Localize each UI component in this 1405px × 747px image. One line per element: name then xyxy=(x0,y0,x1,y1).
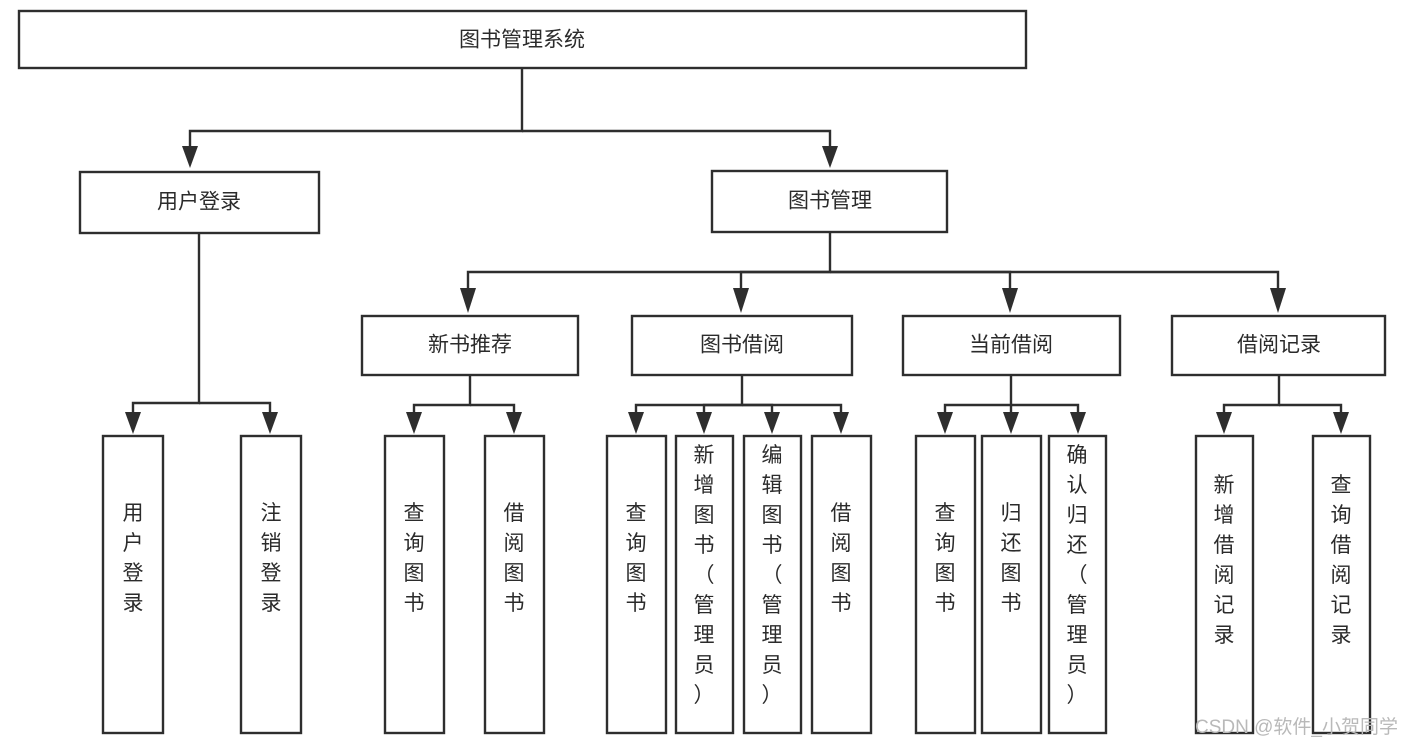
arrowhead-newbook-leaf1 xyxy=(406,412,422,434)
node-leaf-borrow-book-2[interactable]: 借阅图书 xyxy=(810,434,873,735)
watermark-label: CSDN @软件_小贺同学 xyxy=(1195,716,1398,738)
node-leaf-borrow-book-1-label: 借阅图书 xyxy=(504,502,525,615)
arrowhead-bookborrow-leaf2 xyxy=(696,412,712,434)
node-borrow-record[interactable]: 借阅记录 xyxy=(1170,314,1387,377)
edge-newbook-to-leaf2 xyxy=(470,403,516,414)
node-book-borrow-box[interactable] xyxy=(630,314,854,377)
node-borrow-record-box[interactable] xyxy=(1170,314,1387,377)
node-leaf-add-record-box[interactable] xyxy=(1194,434,1255,735)
node-borrow-record-label: 借阅记录 xyxy=(1237,334,1321,357)
edge-borrowrecord-to-leaf1 xyxy=(1222,375,1281,414)
node-book-borrow-label: 图书借阅 xyxy=(700,334,784,357)
arrowhead-currentborrow-leaf1 xyxy=(937,412,953,434)
node-leaf-return-book-box[interactable] xyxy=(980,434,1043,735)
node-leaf-add-record-label: 新增借阅记录 xyxy=(1214,474,1235,647)
arrowhead-userlogin-leaf1 xyxy=(125,412,141,434)
arrowhead-root-book-manage xyxy=(822,146,838,168)
edge-bookborrow-to-leaf2 xyxy=(702,403,742,414)
arrowhead-bookmanage-newbook xyxy=(460,288,476,313)
node-leaf-query-record[interactable]: 查询借阅记录 xyxy=(1311,434,1372,735)
node-leaf-user-login-label: 用户登录 xyxy=(123,502,144,615)
node-leaf-logout[interactable]: 注销登录 xyxy=(239,434,303,735)
arrowhead-userlogin-leaf2 xyxy=(262,412,278,434)
node-leaf-user-login-box[interactable] xyxy=(101,434,165,735)
edge-userlogin-to-leaf1 xyxy=(131,234,201,414)
edge-root-to-user-login xyxy=(188,69,524,148)
node-book-manage-label: 图书管理 xyxy=(788,190,872,213)
node-leaf-borrow-book-2-box[interactable] xyxy=(810,434,873,735)
node-book-borrow[interactable]: 图书借阅 xyxy=(630,314,854,377)
node-new-book-rec[interactable]: 新书推荐 xyxy=(360,314,580,377)
node-leaf-query-book-3[interactable]: 查询图书 xyxy=(914,434,977,735)
node-current-borrow-label: 当前借阅 xyxy=(969,334,1053,357)
arrowhead-currentborrow-leaf3 xyxy=(1070,412,1086,434)
edge-newbook-to-leaf1 xyxy=(412,375,472,414)
node-new-book-rec-box[interactable] xyxy=(360,314,580,377)
arrowhead-bookborrow-leaf1 xyxy=(628,412,644,434)
node-new-book-rec-label: 新书推荐 xyxy=(428,334,512,357)
node-leaf-user-login[interactable]: 用户登录 xyxy=(101,434,165,735)
node-leaf-logout-label: 注销登录 xyxy=(261,502,282,615)
edge-root-to-book-manage xyxy=(522,129,832,148)
arrowhead-root-user-login xyxy=(182,146,198,168)
node-leaf-query-book-2[interactable]: 查询图书 xyxy=(605,434,668,735)
node-leaf-query-book-2-box[interactable] xyxy=(605,434,668,735)
node-root[interactable]: 图书管理系统 xyxy=(17,9,1028,70)
node-root-box[interactable] xyxy=(17,9,1028,70)
node-leaf-confirm-return-label: 确认归还（管理员） xyxy=(1067,444,1088,707)
node-leaf-borrow-book-1[interactable]: 借阅图书 xyxy=(483,434,546,735)
edge-bookborrow-to-leaf4 xyxy=(742,403,843,414)
edge-borrowrecord-to-leaf2 xyxy=(1279,403,1343,414)
node-user-login-label: 用户登录 xyxy=(157,191,241,214)
arrowhead-bookmanage-bookborrow xyxy=(733,288,749,313)
node-leaf-edit-book-label: 编辑图书（管理员） xyxy=(762,444,783,707)
connector-layer xyxy=(125,69,1349,434)
node-leaf-confirm-return-box[interactable] xyxy=(1047,434,1108,735)
node-leaf-edit-book[interactable]: 编辑图书（管理员） xyxy=(742,434,803,735)
node-root-label: 图书管理系统 xyxy=(459,29,585,52)
node-current-borrow[interactable]: 当前借阅 xyxy=(901,314,1122,377)
node-book-manage[interactable]: 图书管理 xyxy=(710,169,949,234)
arrowhead-newbook-leaf2 xyxy=(506,412,522,434)
node-leaf-query-book-1-box[interactable] xyxy=(383,434,446,735)
edge-currentborrow-to-leaf3 xyxy=(1011,403,1080,414)
edge-userlogin-to-leaf2 xyxy=(199,401,272,414)
node-leaf-edit-book-box[interactable] xyxy=(742,434,803,735)
node-user-login-box[interactable] xyxy=(78,170,321,235)
node-user-login[interactable]: 用户登录 xyxy=(78,170,321,235)
arrowhead-currentborrow-leaf2 xyxy=(1003,412,1019,434)
edge-bookmanage-to-currentborrow xyxy=(830,270,1012,290)
node-leaf-confirm-return[interactable]: 确认归还（管理员） xyxy=(1047,434,1108,735)
edge-bookmanage-to-borrowrecord xyxy=(830,270,1280,290)
node-current-borrow-box[interactable] xyxy=(901,314,1122,377)
node-leaf-query-book-3-box[interactable] xyxy=(914,434,977,735)
node-leaf-return-book-label: 归还图书 xyxy=(1001,502,1022,615)
node-leaf-return-book[interactable]: 归还图书 xyxy=(980,434,1043,735)
node-leaf-logout-box[interactable] xyxy=(239,434,303,735)
edge-bookmanage-to-bookborrow xyxy=(739,270,830,290)
arrowhead-bookmanage-borrowrecord xyxy=(1270,288,1286,313)
node-leaf-add-book-label: 新增图书（管理员） xyxy=(694,444,715,707)
arrowhead-bookborrow-leaf4 xyxy=(833,412,849,434)
node-leaf-borrow-book-2-label: 借阅图书 xyxy=(831,502,852,615)
edge-bookborrow-to-leaf1 xyxy=(634,375,744,414)
node-leaf-borrow-book-1-box[interactable] xyxy=(483,434,546,735)
arrowhead-borrowrecord-leaf2 xyxy=(1333,412,1349,434)
node-leaf-query-record-box[interactable] xyxy=(1311,434,1372,735)
node-leaf-query-book-3-label: 查询图书 xyxy=(935,502,956,615)
arrowhead-bookborrow-leaf3 xyxy=(764,412,780,434)
node-leaf-query-record-label: 查询借阅记录 xyxy=(1331,474,1352,647)
node-leaf-add-book-box[interactable] xyxy=(674,434,735,735)
edge-currentborrow-to-leaf1 xyxy=(943,375,1013,414)
node-leaf-add-record[interactable]: 新增借阅记录 xyxy=(1194,434,1255,735)
node-book-manage-box[interactable] xyxy=(710,169,949,234)
node-leaf-query-book-1-label: 查询图书 xyxy=(404,502,425,615)
edge-bookmanage-to-newbook xyxy=(466,232,832,290)
arrowhead-borrowrecord-leaf1 xyxy=(1216,412,1232,434)
arrowhead-bookmanage-currentborrow xyxy=(1002,288,1018,313)
node-leaf-query-book-1[interactable]: 查询图书 xyxy=(383,434,446,735)
node-leaf-query-book-2-label: 查询图书 xyxy=(626,502,647,615)
node-leaf-add-book[interactable]: 新增图书（管理员） xyxy=(674,434,735,735)
